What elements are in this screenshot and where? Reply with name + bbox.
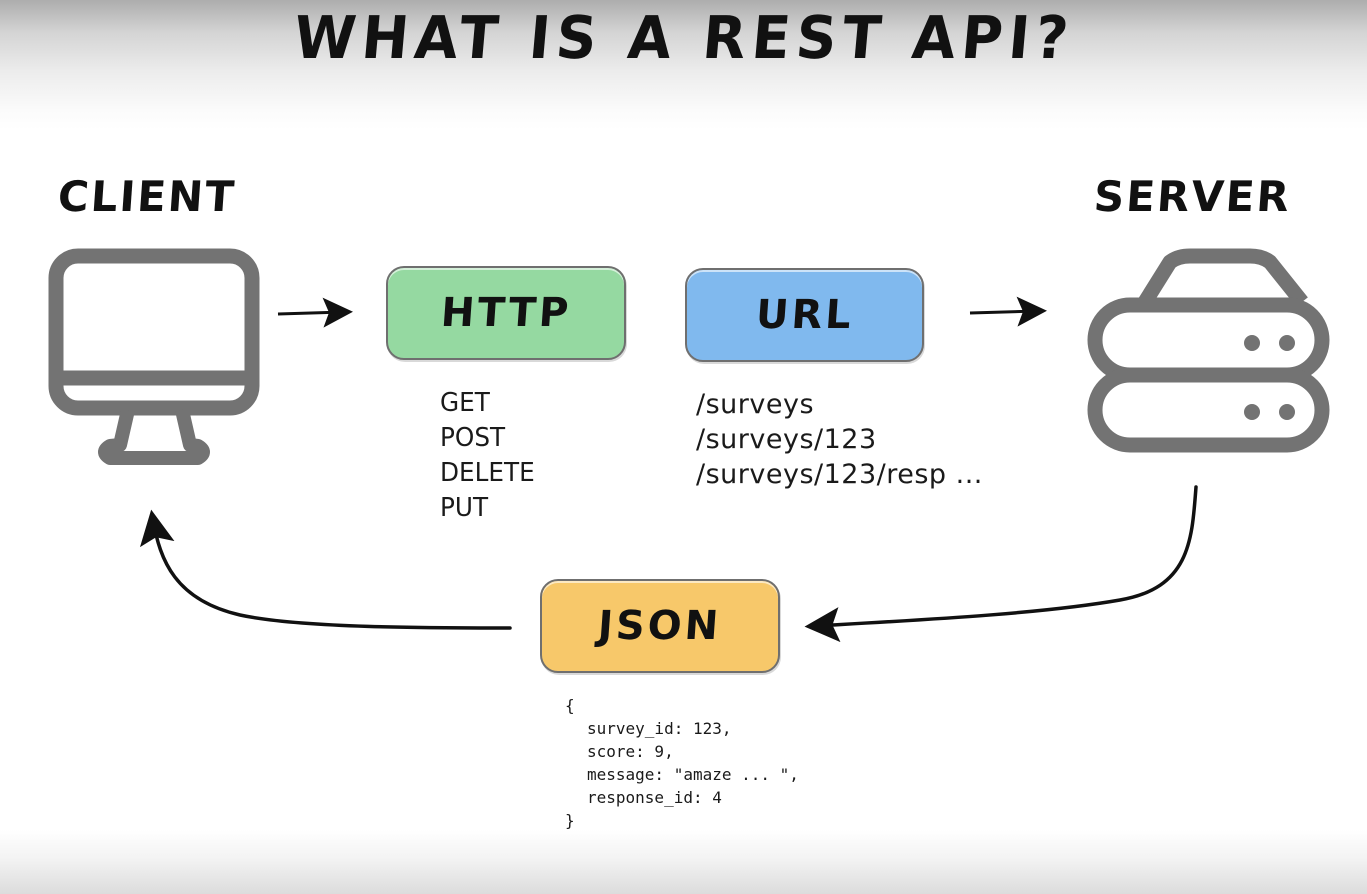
url-box[interactable]: URL xyxy=(685,268,924,362)
http-method-item: POST xyxy=(440,423,506,453)
http-method-item: PUT xyxy=(440,493,489,523)
monitor-icon xyxy=(48,248,260,465)
json-open-brace: { xyxy=(565,696,575,715)
url-example-item: /surveys/123 xyxy=(696,424,877,455)
json-line: survey_id: 123, xyxy=(587,719,732,738)
json-line: score: 9, xyxy=(587,742,674,761)
client-label: CLIENT xyxy=(56,172,238,221)
http-box-label: HTTP xyxy=(439,290,573,336)
bottom-gradient xyxy=(0,830,1367,894)
page-title: WHAT IS A REST API? xyxy=(0,4,1367,74)
json-box-label: JSON xyxy=(596,603,724,649)
http-method-item: DELETE xyxy=(440,458,535,488)
http-box[interactable]: HTTP xyxy=(386,266,626,360)
http-method-item: GET xyxy=(440,388,490,418)
json-close-brace: } xyxy=(565,811,575,830)
url-examples-list: /surveys /surveys/123 /surveys/123/resp … xyxy=(696,387,983,492)
arrow-url-to-server xyxy=(969,296,1047,327)
top-gradient xyxy=(0,0,1367,130)
json-line: message: "amaze ... ", xyxy=(587,765,799,784)
arrow-server-to-json xyxy=(804,485,1198,643)
json-line: response_id: 4 xyxy=(587,788,722,807)
url-example-item: /surveys xyxy=(696,389,815,420)
page-title-text: WHAT IS A REST API? xyxy=(290,4,1077,73)
url-example-item: /surveys/123/resp ... xyxy=(696,459,983,490)
arrow-json-to-client xyxy=(139,509,512,630)
url-box-label: URL xyxy=(754,292,855,338)
json-box[interactable]: JSON xyxy=(540,579,780,673)
arrow-client-to-http xyxy=(277,297,353,328)
server-icon xyxy=(1087,248,1330,453)
server-label: SERVER xyxy=(1092,172,1293,221)
json-example: { survey_id: 123, score: 9, message: "amaze… xyxy=(565,694,799,832)
http-methods-list: GET POST DELETE PUT xyxy=(440,386,535,526)
